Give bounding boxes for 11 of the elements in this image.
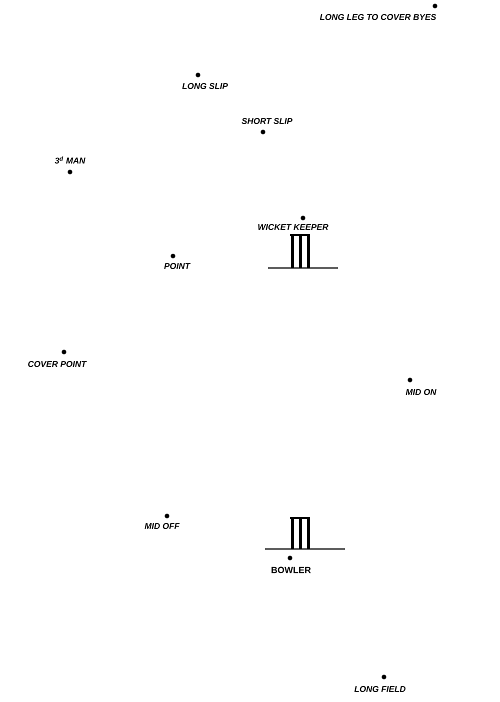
fielder-label: POINT: [164, 263, 191, 269]
fielder-label: COVER POINT: [28, 361, 87, 367]
fielder-label: BOWLER: [272, 566, 311, 574]
fielder-label: WICKET KEEPER: [258, 224, 328, 230]
fielder-label: LONG SLIP: [182, 83, 228, 89]
fielder-label: LONG LEG TO COVER BYES: [320, 14, 436, 20]
fielder-label: MID ON: [406, 389, 436, 395]
fielder-label: MID OFF: [144, 523, 180, 529]
fielder-label: SHORT SLIP: [242, 118, 292, 124]
fielder-label: 3$^{d}$ MAN: [54, 156, 86, 164]
fielder-label: LONG FIELD: [354, 686, 406, 692]
